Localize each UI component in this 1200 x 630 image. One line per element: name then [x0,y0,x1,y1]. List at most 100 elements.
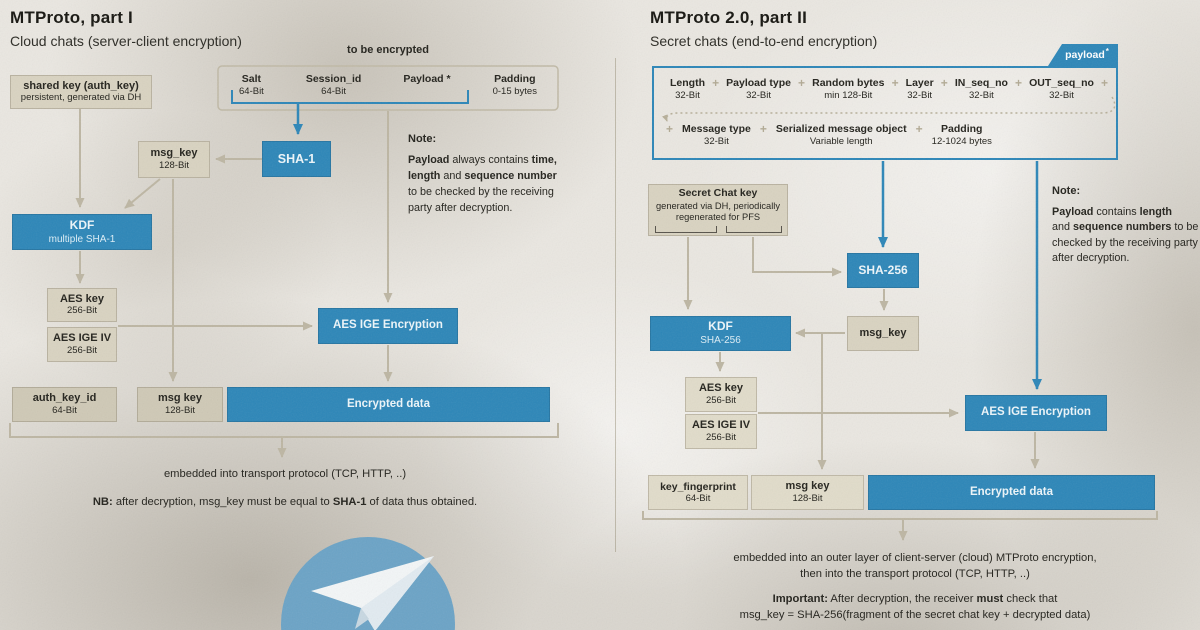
field-size: 64-Bit [321,86,346,97]
field-payload: Payload * [403,73,450,86]
right-title: MTProto 2.0, part II [650,8,808,27]
field-size: Variable length [809,136,873,147]
cleartext-fields-row: Salt 64-Bit Session_id 64-Bit Payload * … [218,73,558,98]
field-name: Payload type [726,77,791,89]
aes-key-title: AES key [59,292,105,305]
msg-key-output-size: 128-Bit [164,404,196,416]
aes-ige-encryption-box-right: AES IGE Encryption [965,395,1107,431]
important-caption: Important: After decryption, the receive… [660,591,1170,623]
right-header: MTProto 2.0, part II Secret chats (end-t… [650,8,877,49]
field-layer: Layer 32-Bit [906,77,934,102]
field-size: 32-Bit [1049,90,1074,101]
output-bracket-right [642,511,1158,520]
auth-key-id-title: auth_key_id [32,392,97,405]
output-bracket-left [9,423,559,438]
msg-key-output-size-right: 128-Bit [792,492,823,504]
field-name: Session_id [305,73,362,85]
kdf-title-right: KDF [708,319,733,334]
plus-icon: + [915,122,923,136]
note-line: length and sequence number [408,170,557,182]
field-size: 32-Bit [675,90,700,101]
sha256-box: SHA-256 [847,253,919,288]
field-in-seq-no: IN_seq_no 32-Bit [955,77,1008,102]
key-fingerprint-box: key_fingerprint 64-Bit [648,475,748,510]
note-line: to be checked by the receiving [408,186,554,198]
plus-icon: + [1100,76,1108,90]
aes-ige-iv-box-right: AES IGE IV 256-Bit [685,414,757,449]
auth-key-id-box: auth_key_id 64-Bit [12,387,117,422]
field-name: OUT_seq_no [1029,77,1094,89]
aes-key-title-right: AES key [698,382,744,395]
msg-key-output-title: msg key [157,392,203,405]
encrypted-data-label-right: Encrypted data [969,485,1054,498]
field-size: 32-Bit [907,90,933,101]
field-size: min 128-Bit [824,90,873,101]
plus-icon: + [759,122,767,136]
msg-key-box: msg_key 128-Bit [138,141,210,178]
kdf-box-right: KDF SHA-256 [650,316,791,351]
aes-ige-iv-title: AES IGE IV [52,332,112,345]
aes-key-size: 256-Bit [66,305,98,317]
sha1-box: SHA-1 [262,141,331,177]
secret-chat-key-box: Secret Chat key generated via DH, period… [648,184,788,236]
caption-line: embedded into an outer layer of client-s… [733,552,1097,564]
encrypted-data-box-right: Encrypted data [868,475,1155,510]
plus-icon: + [940,76,948,90]
field-size: 32-Bit [969,90,994,101]
left-subtitle: Cloud chats (server-client encryption) [10,33,242,49]
field-name: Layer [905,77,934,89]
field-salt: Salt 64-Bit [239,73,264,98]
caption-line: then into the transport protocol (TCP, H… [800,568,1030,580]
secret-chat-key-title: Secret Chat key [678,187,758,200]
field-session-id: Session_id 64-Bit [306,73,361,98]
kdf-box: KDF multiple SHA-1 [12,214,152,250]
note-line: Payload contains length [1052,205,1173,218]
msg-key-output-title-right: msg key [785,480,830,493]
field-random-bytes: Random bytes min 128-Bit [812,77,884,102]
aes-key-box-right: AES key 256-Bit [685,377,757,412]
left-title: MTProto, part I [10,8,133,27]
telegram-logo-icon [281,537,455,630]
auth-key-id-size: 64-Bit [52,404,77,416]
field-payload-type: Payload type 32-Bit [726,77,791,102]
note-heading: Note: [408,133,437,145]
msg-key-title: msg_key [150,147,198,160]
note-line: checked by the receiving party [1052,236,1198,249]
left-header: MTProto, part I Cloud chats (server-clie… [10,8,242,49]
right-subtitle: Secret chats (end-to-end encryption) [650,33,878,49]
field-name: Padding [494,73,536,85]
key-fingerprint-title: key_fingerprint [660,480,736,493]
encrypted-data-label: Encrypted data [346,397,431,410]
aes-key-size-right: 256-Bit [705,394,737,406]
msg-key-output-box-right: msg key 128-Bit [751,475,864,510]
left-note: Note: Payload always contains time, leng… [408,131,608,216]
key-fragment-brackets [654,225,782,233]
field-name: Salt [241,73,262,85]
plus-icon: + [712,76,720,90]
field-name: Serialized message object [775,123,907,135]
field-name: Length [670,77,705,89]
plus-icon: + [666,122,674,136]
aes-ige-iv-size-right: 256-Bit [705,431,737,443]
payload-tab-asterisk: * [1105,46,1109,56]
encrypted-data-box: Encrypted data [227,387,550,422]
aes-ige-iv-size: 256-Bit [66,344,98,356]
field-name: Message type [682,123,751,135]
field-length: Length 32-Bit [670,77,705,102]
sha256-label: SHA-256 [858,262,908,277]
shared-key-title: shared key (auth_key) [23,79,139,92]
arrow-keyfrag-to-sha256 [752,237,842,277]
plus-icon: + [891,76,899,90]
nb-caption: NB: after decryption, msg_key must be eq… [92,496,478,508]
msg-key-box-right: msg_key [847,316,919,351]
aes-ige-encryption-label-right: AES IGE Encryption [981,406,1091,419]
kdf-subtitle: multiple SHA-1 [48,233,116,245]
field-padding-right: Padding 12-1024 bytes [932,123,992,148]
note-line: party after decryption. [408,202,513,214]
note-heading: Note: [1052,185,1081,197]
aes-ige-iv-box: AES IGE IV 256-Bit [47,327,117,362]
note-line: after decryption. [1052,252,1130,264]
payload-tab-label: payload [1065,49,1105,61]
field-name: Payload * [403,73,451,85]
payload-fields-row-2: + Message type 32-Bit + Serialized messa… [666,123,992,148]
